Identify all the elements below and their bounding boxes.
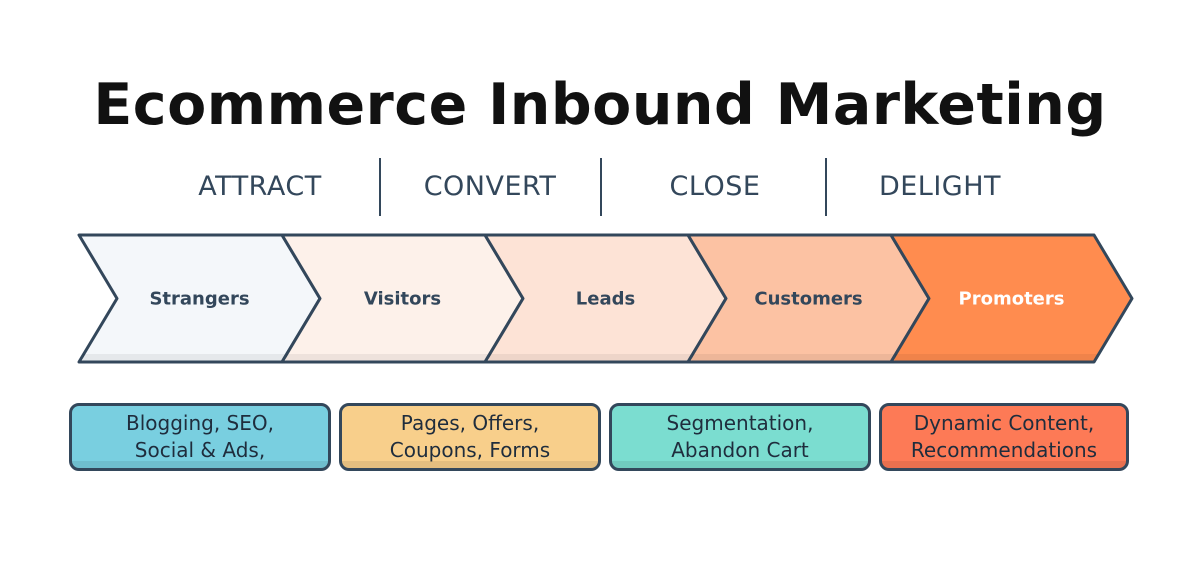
funnel-chevron-shade: [895, 354, 1099, 361]
stage-divider: [600, 158, 602, 216]
funnel-label-strangers: Strangers: [149, 289, 249, 310]
funnel-chevron-shade: [286, 354, 490, 361]
funnel-chevron-promoters: [889, 233, 1134, 364]
funnel-label-leads: Leads: [576, 289, 635, 310]
diagram-title: Ecommerce Inbound Marketing: [93, 72, 1107, 138]
tactic-text-line: Pages, Offers,: [400, 411, 540, 435]
stage-convert: CONVERT: [423, 171, 557, 202]
funnel-chevron-shade: [489, 354, 693, 361]
tactic-attract: Blogging, SEO, Social & Ads,: [69, 403, 331, 471]
tactic-text-line: Abandon Cart: [671, 438, 809, 462]
funnel-label-promoters: Promoters: [959, 289, 1065, 310]
stage-delight: DELIGHT: [878, 171, 1002, 202]
tactic-close: Segmentation, Abandon Cart: [609, 403, 871, 471]
stage-close: CLOSE: [669, 171, 761, 202]
tactic-text-line: Coupons, Forms: [389, 438, 551, 462]
funnel-chevron-shade: [692, 354, 896, 361]
tactic-shade: [882, 461, 1126, 468]
tactic-shade: [72, 461, 328, 468]
stage-row: ATTRACT CONVERT CLOSE DELIGHT: [0, 158, 1200, 216]
tactic-text-line: Recommendations: [910, 438, 1098, 462]
funnel-chevron-shade: [83, 354, 287, 361]
stage-attract: ATTRACT: [198, 171, 322, 202]
funnel-label-customers: Customers: [754, 289, 862, 310]
tactic-text-line: Segmentation,: [666, 411, 814, 435]
stage-divider: [825, 158, 827, 216]
tactic-shade: [612, 461, 868, 468]
funnel-label-visitors: Visitors: [364, 289, 441, 310]
tactic-text-line: Blogging, SEO,: [126, 411, 274, 435]
tactic-shade: [342, 461, 598, 468]
tactic-convert: Pages, Offers, Coupons, Forms: [339, 403, 601, 471]
tactic-text-line: Social & Ads,: [134, 438, 266, 462]
stage-divider: [379, 158, 381, 216]
tactic-text-line: Dynamic Content,: [913, 411, 1095, 435]
tactic-delight: Dynamic Content, Recommendations: [879, 403, 1129, 471]
